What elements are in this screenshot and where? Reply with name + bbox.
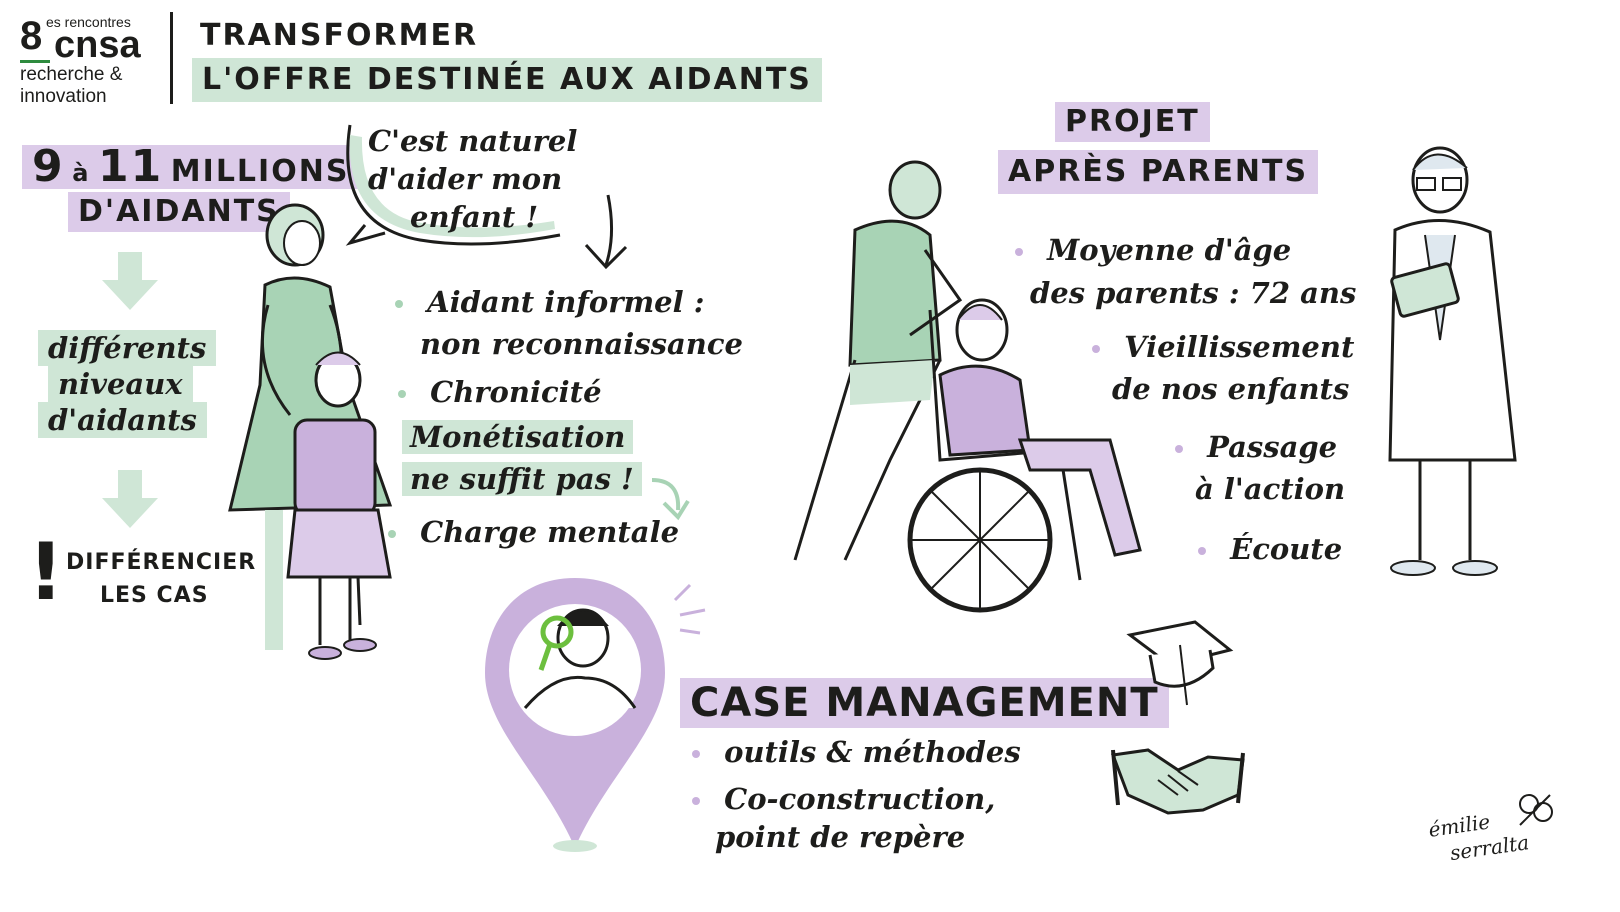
wheelchair-illustration: [793, 160, 1142, 613]
levels-line1: différents: [48, 331, 207, 365]
speech-line2: d'aider mon: [368, 162, 563, 196]
projet-bullet-vieillissement-text1: Vieillissement: [1124, 330, 1355, 364]
projet-bullet-ecoute: Écoute: [1198, 532, 1342, 566]
differencier-line2: LES CAS: [100, 583, 209, 608]
curved-arrow-down-icon: [584, 194, 628, 270]
logo: 8 es rencontres cnsa recherche & innovat…: [20, 14, 170, 109]
projet-bullet-age: Moyenne d'âge: [1015, 233, 1291, 267]
projet-title-line1-text: PROJET: [1065, 104, 1200, 139]
pin-sparkle-lines: [673, 583, 706, 635]
case-bullet-coconstruction-line2: point de repère: [715, 820, 966, 854]
down-arrow-1-icon: [102, 252, 158, 310]
projet-bullet-vieillissement-line2: de nos enfants: [1112, 372, 1350, 406]
stat-a: à: [72, 159, 91, 187]
stat-unit: MILLIONS: [170, 154, 350, 189]
point-charge-mentale: Charge mentale: [388, 515, 679, 549]
page-title-line2-text: L'OFFRE DESTINÉE AUX AIDANTS: [202, 62, 812, 97]
doctor-illustration: [1388, 146, 1517, 576]
projet-bullet-age-text1: Moyenne d'âge: [1047, 233, 1292, 267]
point-chronicite: Chronicité: [398, 375, 602, 409]
speech-line1: C'est naturel: [368, 124, 578, 158]
down-arrow-2-icon: [102, 470, 158, 528]
logo-line2: innovation: [20, 86, 107, 107]
logo-superscript: es rencontres: [46, 14, 131, 30]
case-management-title: CASE MANAGEMENT: [680, 678, 1169, 728]
stat-number-b: 11: [97, 141, 164, 192]
levels-block: différents niveaux d'aidants: [38, 330, 238, 438]
case-bullet-outils-text: outils & méthodes: [724, 735, 1021, 769]
projet-bullet-ecoute-text: Écoute: [1230, 532, 1343, 566]
logo-divider: [170, 12, 173, 104]
speech-bubble-text: C'est naturel d'aider mon enfant !: [368, 122, 577, 236]
point-charge-mentale-text: Charge mentale: [420, 515, 680, 549]
case-bullet-outils: outils & méthodes: [692, 735, 1021, 769]
projet-title-line2: APRÈS PARENTS: [998, 150, 1319, 194]
case-bullet-coconstruction: Co-construction,: [692, 782, 995, 816]
levels-line3: d'aidants: [48, 403, 197, 437]
case-bullet-coconstruction-text: Co-construction,: [724, 782, 996, 816]
logo-underline: [20, 60, 50, 63]
point-monetisation-line2: ne suffit pas !: [402, 462, 642, 496]
exclamation-mark: !: [28, 528, 64, 618]
projet-title-line1: PROJET: [1055, 102, 1210, 142]
projet-bullet-passage-line2: à l'action: [1195, 472, 1346, 506]
logo-brand: cnsa: [54, 24, 141, 66]
projet-title-line2-text: APRÈS PARENTS: [1008, 154, 1309, 189]
mother-daughter-illustration: [228, 203, 393, 660]
stat-label: D'AIDANTS: [68, 192, 290, 232]
location-pin-illustration: [485, 578, 665, 852]
page-title-line1: TRANSFORMER: [200, 18, 479, 53]
stat-label-text: D'AIDANTS: [78, 194, 280, 229]
point-monetisation-text2: ne suffit pas !: [410, 462, 634, 496]
point-aidant-informel-line2: non reconnaissance: [420, 327, 743, 361]
point-aidant-informel: Aidant informel :: [395, 285, 704, 319]
point-monetisation-line1: Monétisation: [402, 420, 634, 454]
stat-number-a: 9: [32, 141, 65, 192]
speech-line3: enfant !: [410, 200, 539, 234]
projet-bullet-vieillissement: Vieillissement: [1092, 330, 1354, 364]
logo-number: 8: [20, 14, 43, 58]
projet-bullet-passage-text1: Passage: [1207, 430, 1338, 464]
case-management-title-text: CASE MANAGEMENT: [690, 680, 1159, 726]
point-monetisation-text1: Monétisation: [410, 420, 626, 454]
point-chronicite-text: Chronicité: [430, 375, 602, 409]
handshake-icon: [1110, 748, 1245, 815]
projet-bullet-passage: Passage: [1175, 430, 1337, 464]
page-title-line2: L'OFFRE DESTINÉE AUX AIDANTS: [192, 58, 822, 102]
graduation-cap-icon: [1126, 620, 1234, 706]
levels-line2: niveaux: [58, 367, 183, 401]
point-aidant-informel-line1: Aidant informel :: [427, 285, 705, 319]
differencier-line1: DIFFÉRENCIER: [66, 550, 257, 575]
signature-doodle-icon: [1519, 794, 1553, 826]
projet-bullet-age-line2: des parents : 72 ans: [1030, 276, 1357, 310]
speech-bubble-shape: [345, 124, 561, 246]
stat-millions: 9 à 11 MILLIONS: [22, 145, 360, 189]
logo-line1: recherche &: [20, 64, 123, 85]
